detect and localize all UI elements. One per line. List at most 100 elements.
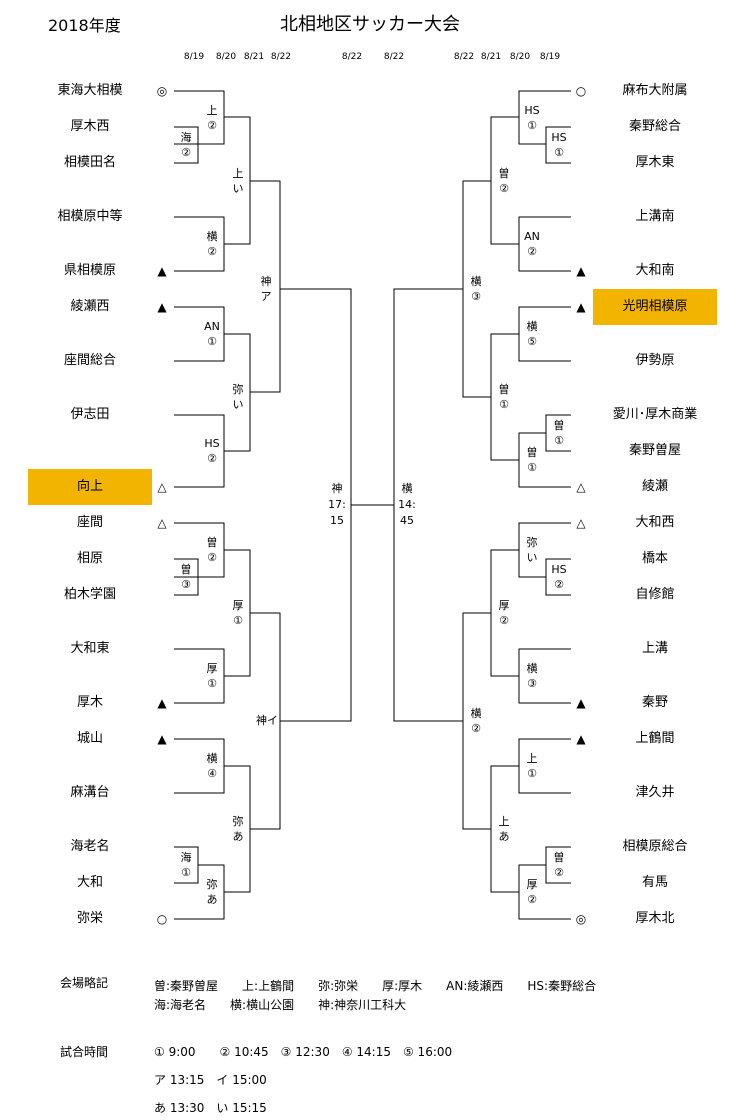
- round4-date-right: 8/22: [453, 52, 475, 62]
- left-team-7: 座間総合: [63, 353, 116, 368]
- semifinal-right-time: 45: [400, 514, 414, 527]
- match-slot: あ: [232, 830, 244, 843]
- left-team-4: 相模原中等: [57, 209, 123, 224]
- left-team-5: 県相模原: [63, 263, 116, 278]
- time-legend-line: ア 13:15 イ 15:00: [154, 1073, 267, 1087]
- right-team-19: 有馬: [641, 875, 668, 890]
- match-slot: ①: [554, 434, 564, 447]
- left-team-6: 綾瀬西: [70, 299, 110, 314]
- bracket-right-m-n: [518, 648, 571, 704]
- match-venue: HS: [524, 104, 540, 117]
- right-team-10: 綾瀬: [641, 479, 668, 494]
- round2-date-right: 8/20: [509, 52, 531, 62]
- match-venue: 横: [470, 275, 482, 288]
- right-team-7: 伊勢原: [635, 353, 675, 368]
- match-venue: 海: [180, 851, 192, 864]
- match-venue: 横: [206, 752, 218, 765]
- seed-mark-triangle: ▲: [157, 300, 167, 314]
- match-slot: ①: [499, 398, 509, 411]
- bracket-left-m-d: [174, 216, 225, 272]
- right-team-12: 橋本: [641, 551, 668, 566]
- seed-mark-open-triangle: △: [157, 480, 167, 494]
- match-venue: 厚: [498, 599, 510, 612]
- seed-mark-triangle: ▲: [576, 300, 586, 314]
- left-team-3: 相模田名: [63, 155, 116, 170]
- right-team-17: 津久井: [635, 785, 675, 800]
- left-team-14: 厚木: [76, 695, 103, 710]
- left-team-10: 座間: [76, 515, 103, 530]
- bracket-right-m-i: [518, 432, 571, 488]
- left-team-8: 伊志田: [70, 407, 110, 422]
- round3-date-left: 8/21: [243, 52, 265, 62]
- match-venue: 曽: [180, 563, 192, 576]
- match-venue: 上: [232, 167, 244, 180]
- tournament-year: 2018年度: [48, 16, 121, 35]
- left-team-12: 柏木学園: [63, 587, 116, 602]
- bracket-right-m-j: [393, 288, 463, 722]
- right-team-18: 相模原総合: [622, 839, 688, 854]
- time-legend-label: 試合時間: [60, 1045, 109, 1059]
- match-slot: ①: [527, 119, 537, 132]
- right-team-9: 秦野曽屋: [628, 443, 681, 458]
- bracket-right-m-s: [518, 864, 571, 920]
- match-slot: ①: [554, 146, 564, 159]
- right-team-5: 大和南: [635, 263, 675, 278]
- left-team-15: 城山: [76, 731, 103, 746]
- match-slot: い: [232, 182, 244, 195]
- match-venue: 上: [498, 815, 510, 828]
- match-slot: あ: [498, 830, 510, 843]
- time-legend-line: あ 13:30 い 15:15: [154, 1101, 267, 1115]
- match-slot: ②: [554, 578, 564, 591]
- left-team-11: 相原: [76, 551, 103, 566]
- right-team-1: 麻布大附属: [622, 83, 688, 98]
- semifinal-right-time: 14:: [398, 498, 416, 511]
- bracket-right-m-l: [545, 558, 571, 596]
- time-legend-line: ① 9:00 ② 10:45 ③ 12:30 ④ 14:15 ⑤ 16:00: [154, 1045, 453, 1059]
- semifinal-left-time: 15: [330, 514, 344, 527]
- match-slot: ①: [527, 767, 537, 780]
- match-venue: 横: [526, 662, 538, 675]
- match-slot: ②: [527, 893, 537, 906]
- match-slot: ③: [181, 578, 191, 591]
- match-slot: あ: [206, 893, 218, 906]
- match-slot: ①: [233, 614, 243, 627]
- match-venue: AN: [204, 320, 220, 333]
- bracket-right-m-q: [490, 765, 519, 893]
- round1-date-left: 8/19: [183, 52, 205, 62]
- round1-date-right: 8/19: [539, 52, 561, 62]
- match-slot: ③: [471, 290, 481, 303]
- seed-mark-triangle: ▲: [157, 732, 167, 746]
- right-team-16: 上鶴間: [635, 731, 675, 746]
- seed-mark-double-circle: ◎: [156, 84, 168, 98]
- match-venue: 曽: [498, 383, 510, 396]
- bracket-right-m-g: [490, 333, 519, 461]
- match-venue: 曽: [498, 167, 510, 180]
- match-venue: 横: [206, 230, 218, 243]
- seed-mark-open-triangle: △: [576, 516, 586, 530]
- right-team-15: 秦野: [641, 695, 668, 710]
- seed-mark-double-circle: ◎: [575, 912, 587, 926]
- right-team-11: 大和西: [635, 515, 675, 530]
- match-venue: 上: [206, 104, 218, 117]
- match-slot: ①: [207, 335, 217, 348]
- bracket-left-m-b: [174, 126, 199, 164]
- round2-date-left: 8/20: [215, 52, 237, 62]
- match-venue: HS: [204, 437, 220, 450]
- match-venue: 曽: [553, 419, 565, 432]
- right-team-3: 厚木東: [635, 155, 675, 170]
- left-team-19: 弥栄: [76, 911, 103, 926]
- match-venue: 弥: [206, 878, 218, 891]
- left-team-1: 東海大相模: [57, 83, 123, 98]
- match-slot: ②: [527, 245, 537, 258]
- match-venue: 海: [180, 131, 192, 144]
- venue-legend-line: 曽:秦野曽屋 上:上鶴間 弥:弥栄 厚:厚木 AN:綾瀬西 HS:秦野総合: [154, 979, 597, 993]
- bracket-right-m-b: [545, 126, 571, 164]
- match-slot: ②: [207, 452, 217, 465]
- match-slot: ②: [471, 722, 481, 735]
- right-team-14: 上溝: [641, 641, 668, 656]
- right-team-20: 厚木北: [635, 911, 675, 926]
- match-venue: AN: [524, 230, 540, 243]
- match-slot: い: [232, 398, 244, 411]
- match-venue: HS: [551, 563, 567, 576]
